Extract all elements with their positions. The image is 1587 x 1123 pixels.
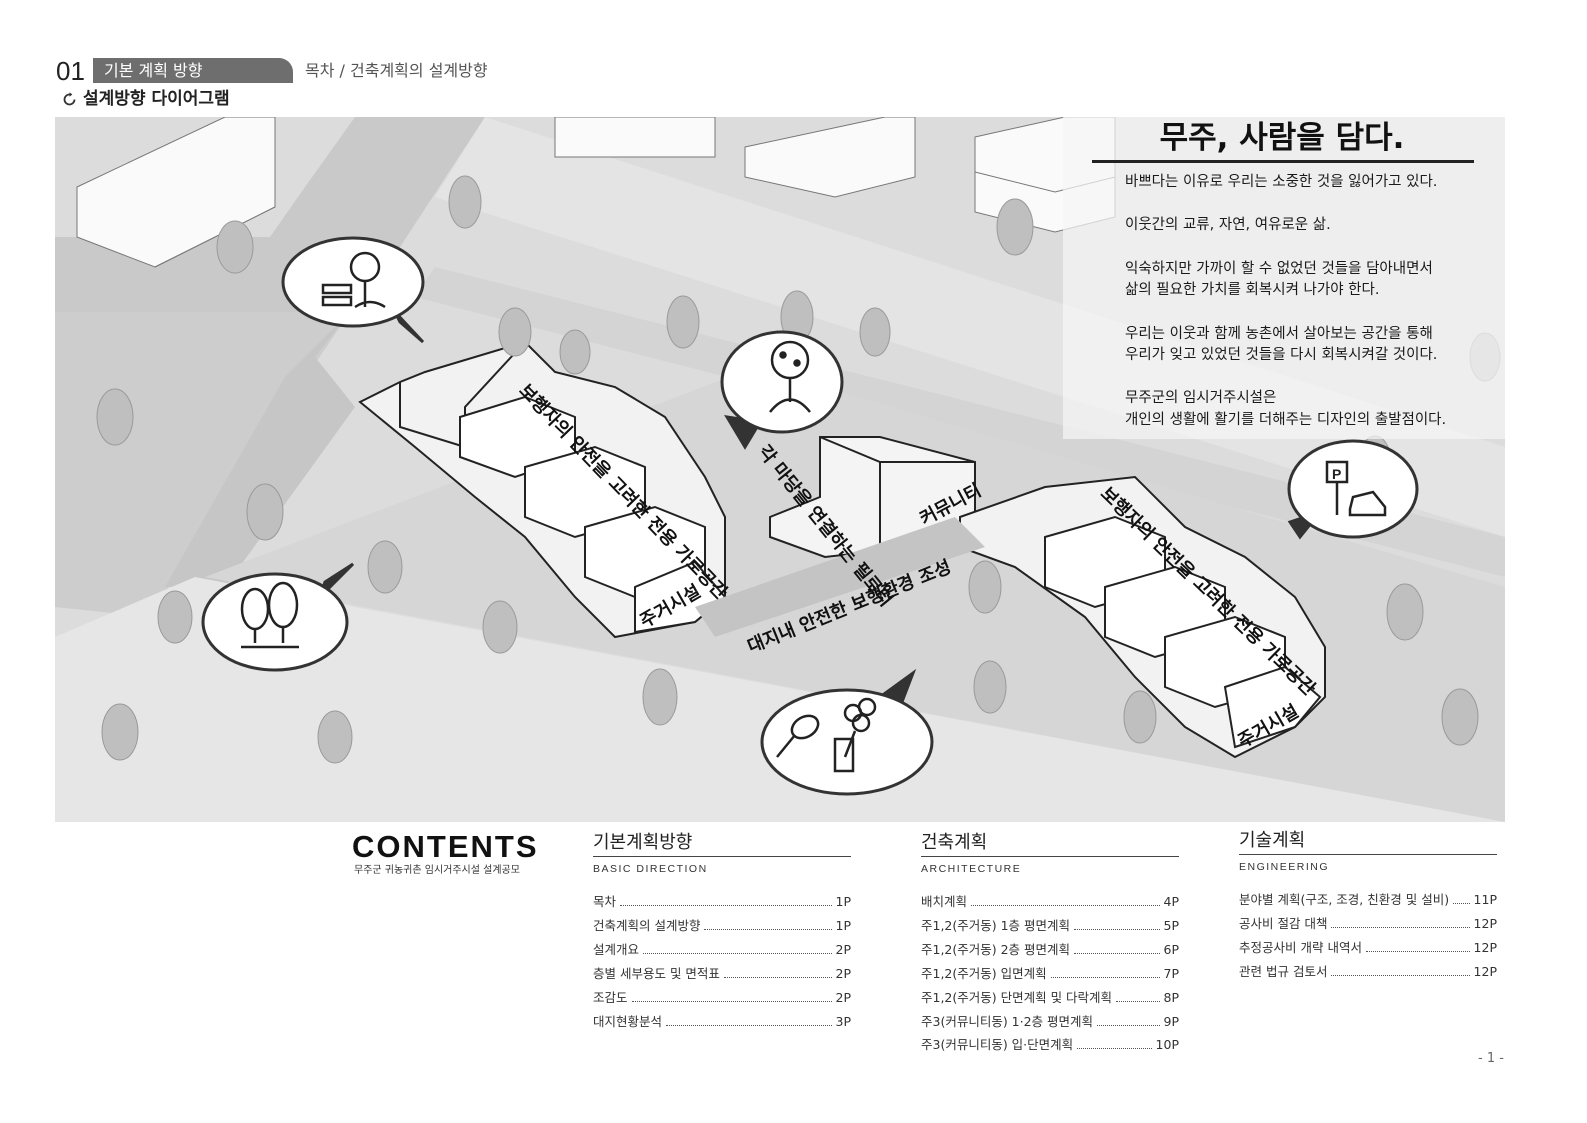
toc-column-en-engineering: ENGINEERING — [1239, 861, 1330, 873]
toc-column-en-architecture: ARCHITECTURE — [921, 863, 1022, 875]
bubble-orchard — [720, 330, 844, 450]
toc-column-title-architecture: 건축계획 — [921, 832, 988, 853]
concept-panel — [1063, 117, 1505, 439]
page-subtitle: 설계방향 다이어그램 — [62, 89, 230, 109]
toc-item-label: 주1,2(주거동) 입면계획 — [921, 966, 1047, 981]
fruit-tree-icon — [769, 340, 811, 413]
concept-line: 삶의 필요한 가치를 회복시켜 나가야 한다. — [1125, 282, 1380, 298]
section-title-bar: 기본 계획 방향 — [93, 58, 293, 83]
toc-item-page: 12P — [1473, 916, 1497, 931]
toc-item-label: 주3(커뮤니티동) 1·2층 평면계획 — [921, 1014, 1094, 1029]
toc-item[interactable]: 주1,2(주거동) 입면계획 7P — [921, 966, 1179, 981]
toc-item-page: 8P — [1163, 990, 1180, 1005]
bubble-parking — [1287, 439, 1419, 540]
trees-icon — [240, 581, 299, 649]
toc-item[interactable]: 공사비 절감 대책 12P — [1239, 916, 1497, 931]
toc-item[interactable]: 주3(커뮤니티동) 1·2층 평면계획 9P — [921, 1014, 1179, 1029]
toc-item-label: 분야별 계획(구조, 조경, 친환경 및 설비) — [1239, 892, 1450, 907]
toc-item[interactable]: 주1,2(주거동) 단면계획 및 다락계획 8P — [921, 990, 1179, 1005]
toc-item-page: 11P — [1473, 892, 1497, 907]
toc-item[interactable]: 설계개요 2P — [593, 942, 851, 957]
toc-divider — [1239, 854, 1497, 855]
toc-item[interactable]: 추정공사비 개략 내역서 12P — [1239, 940, 1497, 955]
toc-divider — [593, 856, 851, 857]
toc-item-label: 주1,2(주거동) 단면계획 및 다락계획 — [921, 990, 1113, 1005]
toc-item-label: 공사비 절감 대책 — [1239, 916, 1328, 931]
refresh-arrow-icon — [63, 91, 76, 105]
toc-item-page: 5P — [1163, 918, 1180, 933]
toc-item-label: 건축계획의 설계방향 — [593, 918, 701, 933]
concept-line: 바쁘다는 이유로 우리는 소중한 것을 잃어가고 있다. — [1125, 174, 1438, 190]
concept-divider — [1092, 160, 1474, 163]
toc-item-page: 12P — [1473, 964, 1497, 979]
toc-item-page: 2P — [835, 942, 852, 957]
toc-item[interactable]: 배치계획 4P — [921, 894, 1179, 909]
breadcrumb: 목차 / 건축계획의 설계방향 — [305, 61, 488, 80]
toc-item[interactable]: 건축계획의 설계방향 1P — [593, 918, 851, 933]
page-number: - 1 - — [1478, 1051, 1504, 1066]
toc-item[interactable]: 층별 세부용도 및 면적표 2P — [593, 966, 851, 981]
concept-line: 이웃간의 교류, 자연, 여유로운 삶. — [1125, 217, 1331, 233]
concept-line: 익숙하지만 가까이 할 수 없었던 것들을 담아내면서 — [1125, 261, 1433, 277]
toc-item-page: 2P — [835, 990, 852, 1005]
toc-divider — [921, 856, 1179, 857]
toc-item[interactable]: 주3(커뮤니티동) 입·단면계획 10P — [921, 1037, 1179, 1052]
toc-item-label: 층별 세부용도 및 면적표 — [593, 966, 720, 981]
toc-item-page: 7P — [1163, 966, 1180, 981]
toc-item-label: 관련 법규 검토서 — [1239, 964, 1328, 979]
toc-item[interactable]: 주1,2(주거동) 1층 평면계획 5P — [921, 918, 1179, 933]
toc-item-page: 12P — [1473, 940, 1497, 955]
toc-item-page: 4P — [1163, 894, 1180, 909]
toc-item-label: 조감도 — [593, 990, 628, 1005]
toc-item-page: 10P — [1155, 1037, 1179, 1052]
toc-item-label: 주3(커뮤니티동) 입·단면계획 — [921, 1037, 1074, 1052]
parking-sign-text: P — [1332, 466, 1341, 482]
section-number: 01 — [56, 56, 85, 86]
toc-item-label: 추정공사비 개략 내역서 — [1239, 940, 1362, 955]
toc-column-en-basic: BASIC DIRECTION — [593, 863, 708, 875]
toc-item-label: 대지현황분석 — [593, 1014, 663, 1029]
concept-line: 개인의 생활에 활기를 더해주는 디자인의 출발점이다. — [1125, 412, 1447, 428]
toc-item-page: 2P — [835, 966, 852, 981]
subtitle-text: 설계방향 다이어그램 — [83, 89, 230, 109]
toc-item-page: 1P — [835, 918, 852, 933]
toc-item[interactable]: 조감도 2P — [593, 990, 851, 1005]
toc-item[interactable]: 분야별 계획(구조, 조경, 친환경 및 설비) 11P — [1239, 892, 1497, 907]
garden-bench-icon — [321, 251, 386, 309]
parking-icon — [1325, 460, 1387, 517]
toc-column-title-engineering: 기술계획 — [1239, 830, 1306, 851]
toc-item-page: 1P — [835, 894, 852, 909]
toc-item[interactable]: 목차 1P — [593, 894, 851, 909]
housing-cluster-right — [959, 475, 1326, 759]
toc-item-page: 3P — [835, 1014, 852, 1029]
toc-item-page: 6P — [1163, 942, 1180, 957]
community-building — [769, 436, 976, 559]
toc-item-label: 주1,2(주거동) 2층 평면계획 — [921, 942, 1071, 957]
toc-item[interactable]: 주1,2(주거동) 2층 평면계획 6P — [921, 942, 1179, 957]
toc-item-label: 목차 — [593, 894, 617, 909]
toc-item-label: 설계개요 — [593, 942, 640, 957]
tennis-balloon-icon — [776, 697, 877, 773]
toc-item-label: 배치계획 — [921, 894, 968, 909]
toc-item[interactable]: 관련 법규 검토서 12P — [1239, 964, 1497, 979]
concept-title: 무주, 사람을 담다. — [1159, 120, 1405, 156]
concept-line: 무주군의 임시거주시설은 — [1125, 390, 1277, 406]
contents-title: CONTENTS — [352, 829, 539, 864]
concept-line: 우리는 이웃과 함께 농촌에서 살아보는 공간을 통해 — [1125, 326, 1433, 342]
contents-subtitle: 무주군 귀농귀촌 임시거주시설 설계공모 — [354, 865, 520, 876]
toc-column-title-basic: 기본계획방향 — [593, 832, 693, 853]
toc-item-label: 주1,2(주거동) 1층 평면계획 — [921, 918, 1071, 933]
concept-line: 우리가 잊고 있었던 것들을 다시 회복시켜갈 것이다. — [1125, 347, 1438, 363]
toc-item-page: 9P — [1163, 1014, 1180, 1029]
toc-item[interactable]: 대지현황분석 3P — [593, 1014, 851, 1029]
section-title: 기본 계획 방향 — [104, 61, 203, 80]
bubble-garden — [281, 236, 425, 344]
